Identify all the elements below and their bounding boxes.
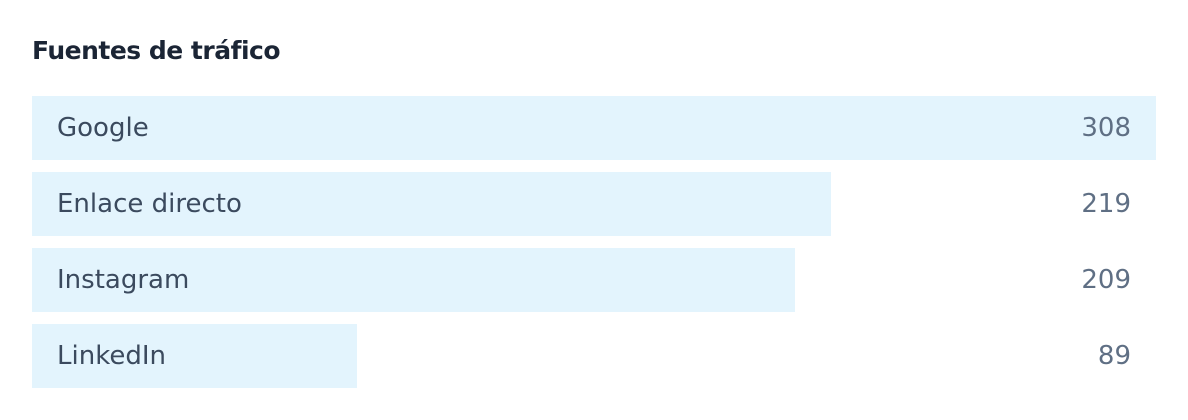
bar-linkedin: [32, 324, 357, 388]
bar-label-linkedin: LinkedIn: [57, 341, 166, 371]
bar-row-google: Google 308: [32, 96, 1156, 160]
bar-row-linkedin: LinkedIn 89: [32, 324, 1156, 388]
bar-value-google: 308: [1081, 113, 1131, 143]
bar-value-linkedin: 89: [1097, 341, 1131, 371]
bar-google: [32, 96, 1156, 160]
bar-instagram: [32, 248, 795, 312]
bar-value-enlace-directo: 219: [1081, 189, 1131, 219]
bar-row-enlace-directo: Enlace directo 219: [32, 172, 1156, 236]
bar-label-enlace-directo: Enlace directo: [57, 189, 242, 219]
traffic-sources-chart: Google 308 Enlace directo 219 Instagram …: [32, 96, 1156, 400]
bar-label-google: Google: [57, 113, 149, 143]
card-title: Fuentes de tráfico: [32, 36, 281, 65]
bar-enlace-directo: [32, 172, 831, 236]
bar-label-instagram: Instagram: [57, 265, 190, 295]
bar-value-instagram: 209: [1081, 265, 1131, 295]
bar-row-instagram: Instagram 209: [32, 248, 1156, 312]
traffic-sources-card: Fuentes de tráfico Google 308 Enlace dir…: [32, 0, 1156, 420]
